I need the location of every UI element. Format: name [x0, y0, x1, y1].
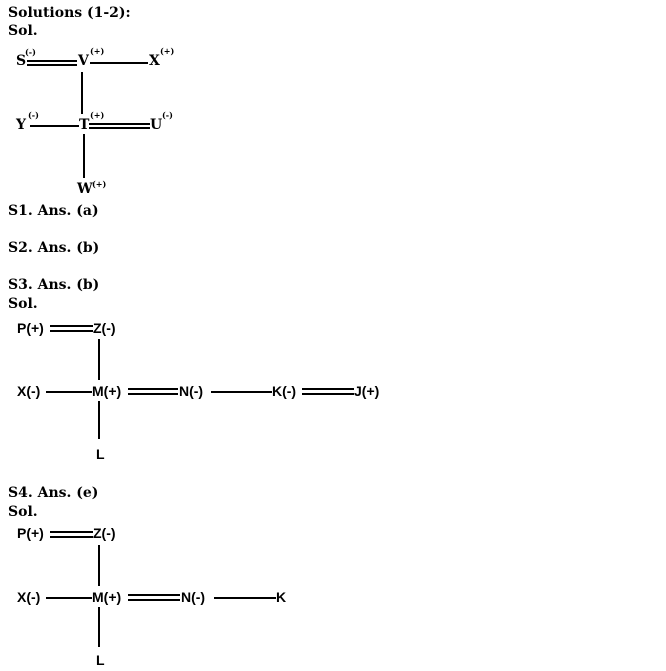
answer-s4: S4. Ans. (e) [8, 485, 99, 501]
node-m: M(+) [92, 589, 122, 605]
node-n: N(-) [179, 383, 204, 399]
double-line-m-n-top [128, 388, 178, 390]
double-line-t-u-bottom [89, 127, 150, 129]
sol-label-s3: Sol. [8, 296, 38, 312]
double-line-m-n-bottom [128, 599, 180, 601]
sol-label-s4: Sol. [8, 504, 38, 520]
line-m-l [98, 401, 100, 439]
double-line-s-v-bottom [27, 64, 77, 66]
node-k: K [276, 589, 287, 605]
node-x: X [149, 53, 160, 69]
double-line-p-z-top [50, 325, 93, 327]
line-m-l [98, 607, 100, 647]
node-z: Z(-) [93, 320, 116, 336]
sol-label: Sol. [8, 23, 38, 39]
line-z-m [98, 339, 100, 380]
double-line-k-j-bottom [302, 393, 354, 395]
node-y: Y [16, 117, 26, 133]
node-p: P(+) [17, 525, 44, 541]
double-line-p-z-bottom [50, 330, 93, 332]
node-l: L [96, 446, 105, 462]
double-line-s-v-top [27, 60, 77, 62]
line-x-m [46, 391, 92, 393]
line-v-t [81, 72, 83, 114]
node-s: S [16, 53, 27, 69]
node-z: Z(-) [93, 525, 116, 541]
node-n: N(-) [181, 589, 206, 605]
solutions-heading: Solutions (1-2): [8, 5, 131, 21]
node-v: V [78, 53, 89, 69]
sign-w: (+) [92, 179, 107, 189]
node-x: X(-) [17, 383, 41, 399]
node-j: J(+) [354, 383, 380, 399]
double-line-p-z-top [50, 531, 93, 533]
node-t: T [79, 117, 90, 133]
node-l: L [96, 652, 105, 668]
line-x-m [46, 597, 92, 599]
node-x: X(-) [17, 589, 41, 605]
line-v-x [90, 62, 148, 64]
node-k: K(-) [272, 383, 297, 399]
node-m: M(+) [92, 383, 122, 399]
answer-s3: S3. Ans. (b) [8, 277, 100, 293]
line-y-t [30, 125, 79, 127]
node-p: P(+) [17, 320, 44, 336]
line-n-k [211, 391, 272, 393]
double-line-t-u-top [89, 123, 150, 125]
sign-s: (-) [25, 47, 36, 57]
sign-x: (+) [160, 46, 175, 56]
node-u: U [150, 117, 163, 133]
double-line-m-n-top [128, 594, 180, 596]
line-z-m [98, 545, 100, 586]
sign-u: (-) [162, 110, 173, 120]
node-w: W [77, 181, 93, 197]
double-line-k-j-top [302, 388, 354, 390]
sign-v: (+) [90, 46, 105, 56]
sign-y: (-) [28, 110, 39, 120]
sign-t: (+) [90, 110, 105, 120]
answer-s1: S1. Ans. (a) [8, 203, 99, 219]
answer-s2: S2. Ans. (b) [8, 240, 100, 256]
double-line-m-n-bottom [128, 393, 178, 395]
line-n-k [214, 597, 276, 599]
double-line-p-z-bottom [50, 536, 93, 538]
line-t-w [83, 134, 85, 178]
